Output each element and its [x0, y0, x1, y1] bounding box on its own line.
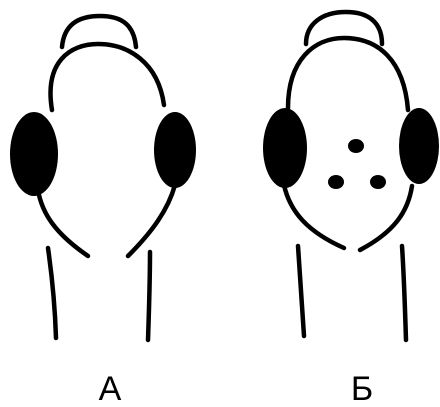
head-lower-left-a — [38, 190, 88, 256]
neck-left-b — [298, 246, 304, 336]
dot-right-b — [370, 175, 386, 189]
dot-left-b — [328, 175, 344, 189]
panel-b — [284, 12, 412, 340]
left-ear-b — [263, 108, 307, 188]
neck-left-a — [48, 248, 56, 338]
dot-top-b — [348, 139, 364, 153]
right-ear-b — [399, 108, 439, 184]
head-outline-b — [288, 38, 408, 110]
right-ear-a — [154, 112, 196, 188]
head-lower-right-b — [360, 186, 412, 250]
panel-b-label: Б — [351, 370, 373, 407]
panel-a-label: А — [99, 370, 122, 407]
head-lower-left-b — [284, 185, 344, 248]
head-lower-right-a — [128, 185, 175, 256]
left-ear-a — [10, 112, 58, 196]
neck-right-a — [148, 252, 150, 340]
neck-right-b — [402, 246, 406, 340]
head-outline-a — [51, 44, 164, 110]
panel-a — [38, 16, 175, 340]
